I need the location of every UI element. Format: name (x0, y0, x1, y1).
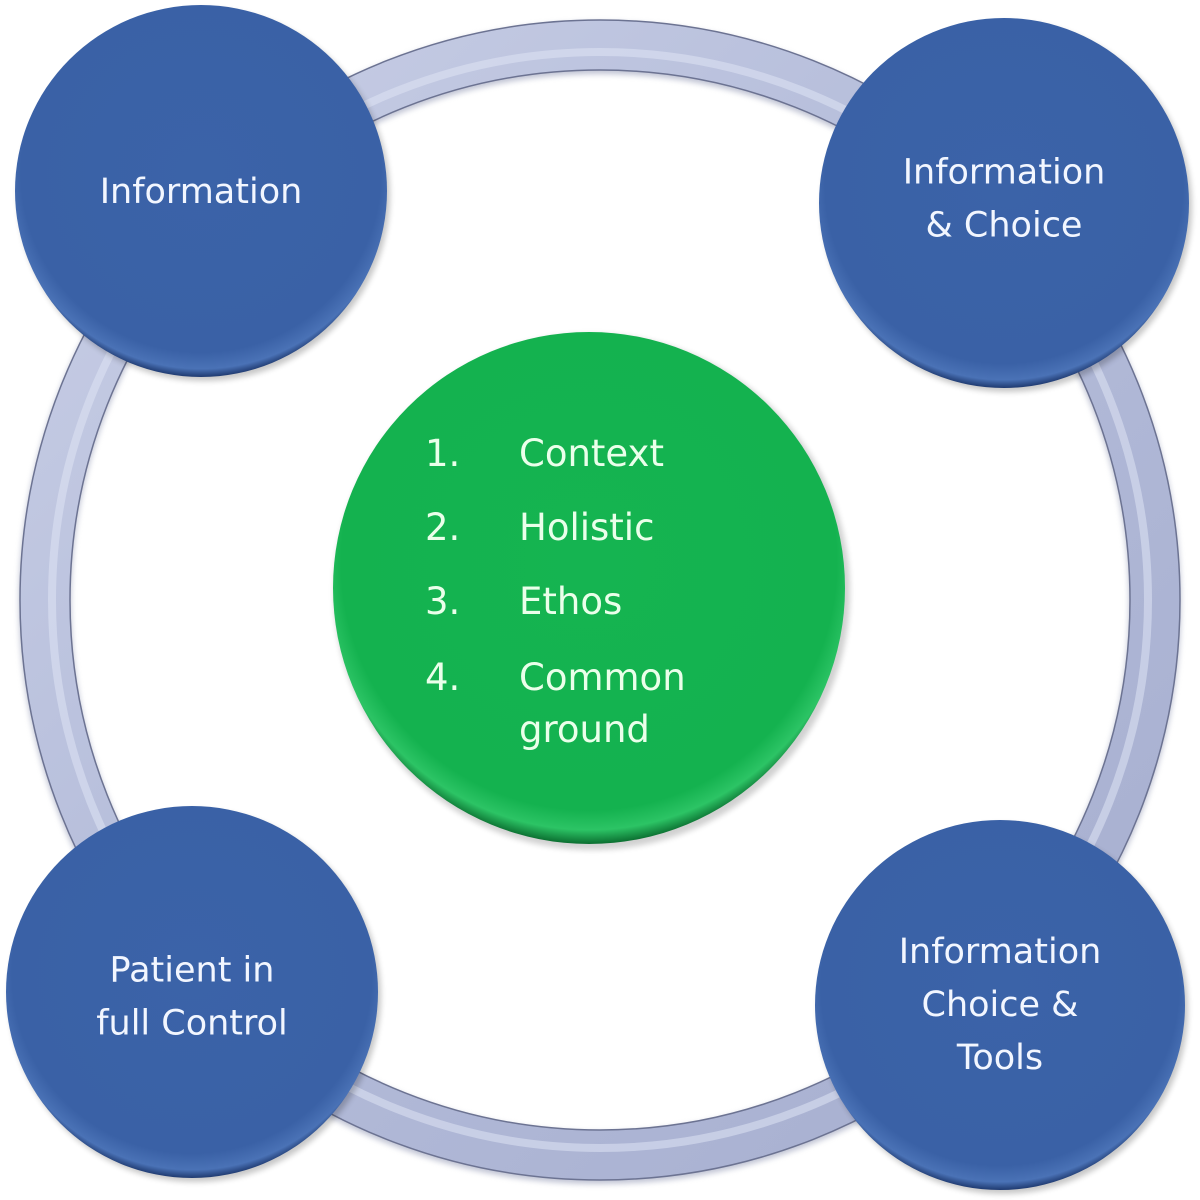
center-node: 1. Context 2. Holistic 3. Ethos 4. Common ground (333, 332, 850, 850)
node-label: Information (899, 932, 1102, 972)
node-label: full Control (96, 1004, 288, 1044)
center-list-item: 3. Ethos (425, 580, 622, 623)
node-bottom-left: Patient in full Control (6, 806, 381, 1182)
node-label: Tools (956, 1038, 1043, 1078)
ring-tube (20, 20, 1180, 1180)
ring-highlight (48, 48, 1152, 1152)
node-label: & Choice (926, 206, 1083, 246)
node-disc (819, 18, 1189, 388)
node-disc (815, 820, 1185, 1190)
list-item-label: Holistic (519, 506, 654, 549)
list-item-number: 3. (425, 580, 460, 623)
ring-inner-edge (69, 69, 1131, 1131)
list-item-label: Common (519, 656, 686, 699)
center-node-disc (333, 332, 845, 844)
list-item-number: 4. (425, 656, 460, 699)
node-top-right: Information & Choice (819, 18, 1192, 392)
center-list-item: 1. Context (425, 432, 664, 475)
node-top-left: Information (15, 5, 390, 381)
list-item-number: 2. (425, 506, 460, 549)
list-item-label: Context (519, 432, 664, 475)
node-disc (6, 806, 378, 1178)
node-label: Choice & (922, 985, 1079, 1025)
ring-outer-edge (19, 19, 1181, 1181)
node-label: Patient in (110, 951, 275, 991)
list-item-number: 1. (425, 432, 460, 475)
list-item-label: ground (519, 708, 650, 751)
node-label: Information (903, 153, 1106, 193)
center-list: 1. Context 2. Holistic 3. Ethos 4. Common ground (425, 432, 686, 751)
connector-ring (19, 19, 1181, 1184)
center-list-item: 2. Holistic (425, 506, 654, 549)
node-disc (15, 5, 387, 377)
center-list-item: 4. Common ground (425, 656, 686, 751)
node-label: Information (100, 172, 303, 212)
list-item-label: Ethos (519, 580, 622, 623)
